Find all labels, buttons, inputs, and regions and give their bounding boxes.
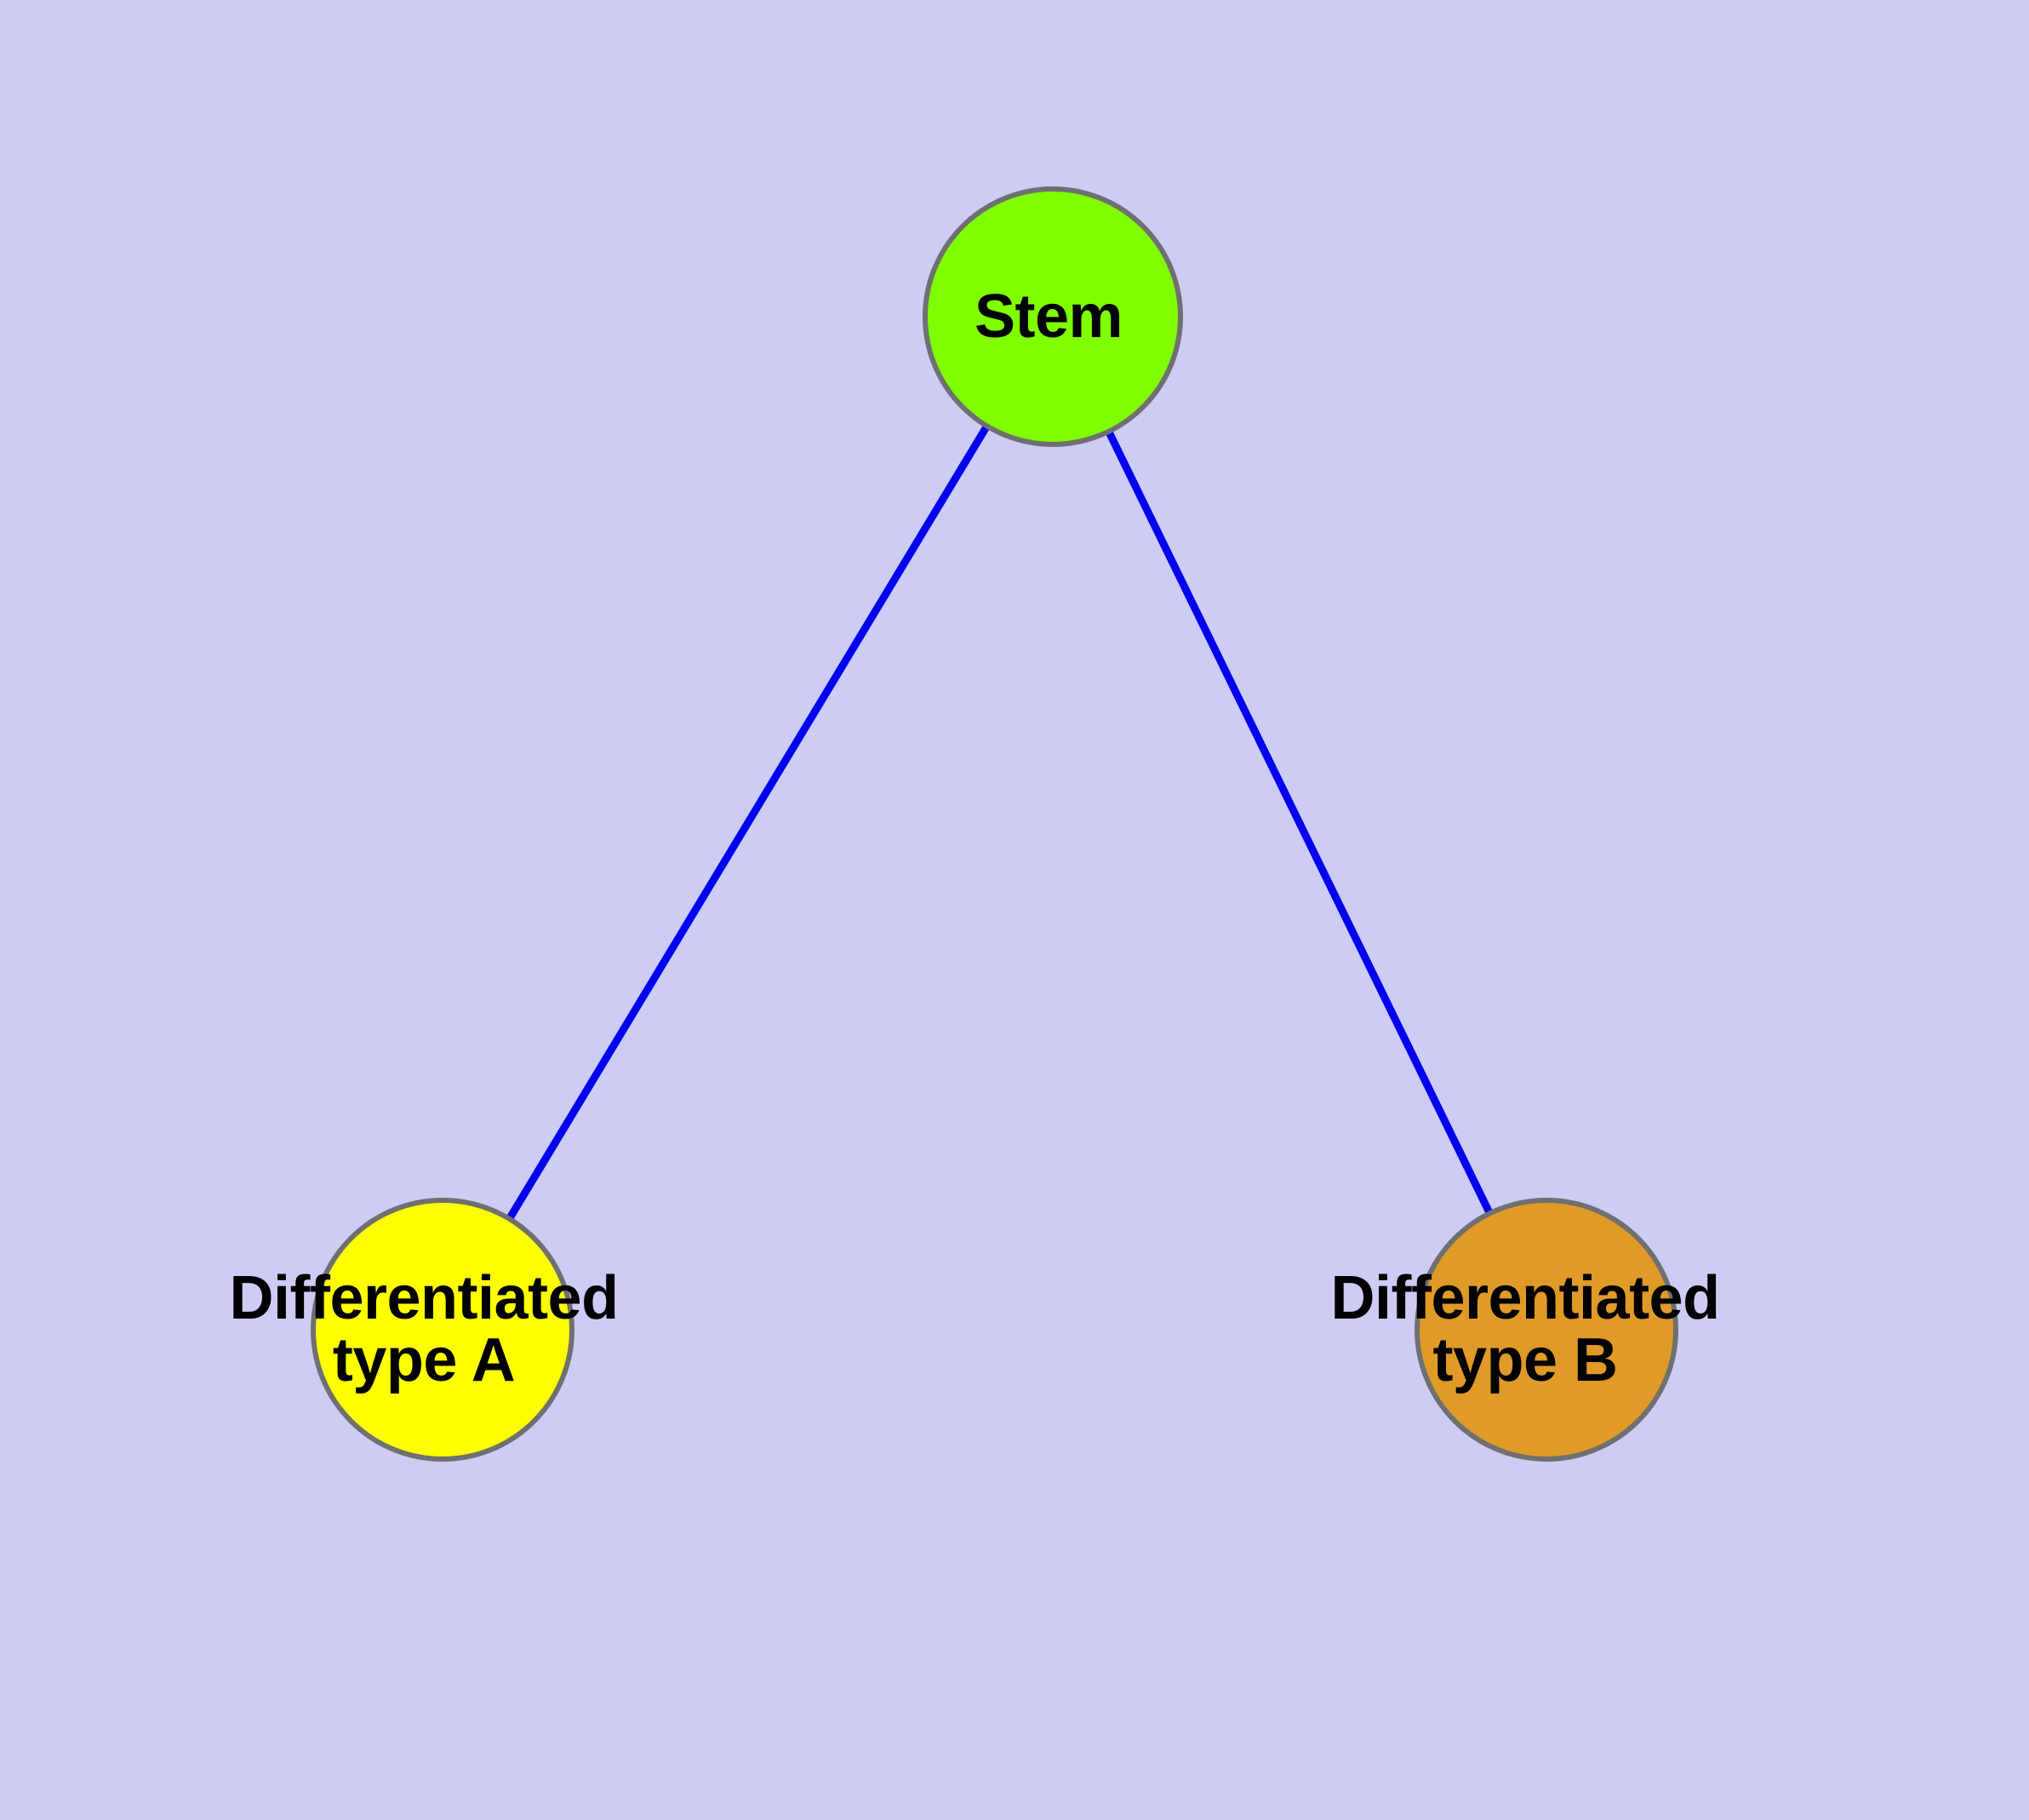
edge-stem-diff-a[interactable] (505, 422, 992, 1222)
edges-layer (505, 422, 1495, 1222)
edge-stem-diff-b[interactable] (1104, 428, 1495, 1217)
node-diff-b[interactable] (1415, 1198, 1678, 1462)
node-stem[interactable] (923, 186, 1183, 447)
node-diff-a[interactable] (311, 1198, 574, 1462)
nodes-layer (311, 186, 1678, 1462)
